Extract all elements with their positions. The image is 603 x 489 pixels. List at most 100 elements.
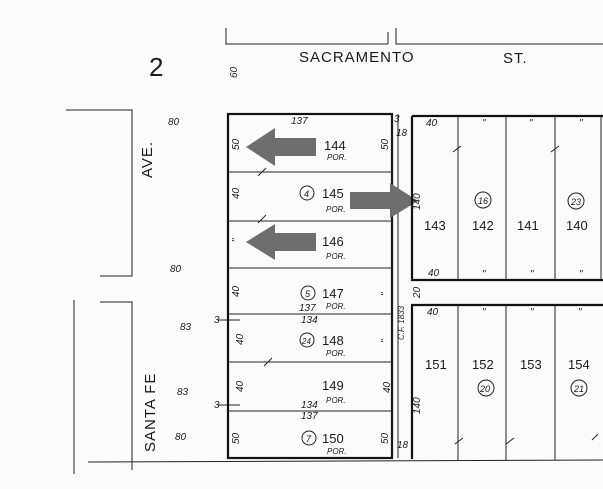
dim-left-80-c: 80 bbox=[175, 432, 187, 443]
dim-top-137: 137 bbox=[291, 116, 308, 127]
dim-137-b: 137 bbox=[301, 411, 318, 422]
lot-144: 144 POR. bbox=[324, 138, 347, 162]
dim-side-140-bottom: 140 bbox=[412, 397, 423, 414]
tick-r5 bbox=[591, 433, 599, 441]
lot-circle-label-152: 20 bbox=[479, 384, 490, 394]
lot-circle-147 bbox=[300, 285, 316, 301]
sacramento-st-north-line-east bbox=[395, 28, 603, 45]
depth-150: 50 bbox=[231, 432, 242, 444]
lot-circle-145 bbox=[299, 185, 315, 201]
dim-134-a: 134 bbox=[301, 315, 318, 326]
ditto-2: " bbox=[529, 118, 533, 129]
block-right-top-outline bbox=[410, 114, 603, 282]
depth-148: 40 bbox=[235, 333, 246, 345]
page-number: 2 bbox=[149, 52, 163, 82]
lot-label-148: POR. bbox=[326, 349, 346, 358]
dim-right-lower-40: 40 bbox=[427, 307, 439, 318]
lot-153: 153 bbox=[520, 357, 542, 372]
street-label-santa-fe: SANTA FE bbox=[142, 373, 159, 452]
depth-145: 40 bbox=[231, 187, 242, 199]
lot-number-140: 140 bbox=[566, 218, 588, 233]
lot-149: 149 POR. bbox=[322, 378, 346, 405]
arrow-left-icon bbox=[246, 128, 316, 166]
lot-145: 4 145 POR. bbox=[299, 185, 346, 214]
dim-right-top-40: 40 bbox=[426, 118, 438, 129]
lot-number-152: 152 bbox=[472, 357, 494, 372]
lot-number-151: 151 bbox=[425, 357, 447, 372]
lot-147: 5 147 POR. bbox=[300, 285, 346, 311]
lot-number-144: 144 bbox=[324, 138, 346, 153]
lot-150: 7 150 POR. bbox=[301, 430, 347, 456]
sacramento-st-north-line bbox=[225, 28, 388, 45]
dim-137-a: 137 bbox=[299, 303, 316, 314]
lot-number-154: 154 bbox=[568, 357, 590, 372]
depth-right-144: 50 bbox=[380, 138, 391, 150]
lot-number-149: 149 bbox=[322, 378, 344, 393]
ditto-4: " bbox=[482, 269, 486, 280]
lot-circle-152 bbox=[477, 379, 495, 397]
cf-label: C.F. 1833 bbox=[397, 305, 406, 340]
lot-label-146: POR. bbox=[326, 252, 346, 261]
width-label-60: 60 bbox=[229, 66, 240, 78]
lot-number-146: 146 bbox=[322, 234, 344, 249]
dim-side-3-a: 3 bbox=[214, 315, 220, 326]
depth-right-150: 50 bbox=[380, 432, 391, 444]
lot-140: 23 140 bbox=[566, 192, 588, 233]
street-label-st: ST. bbox=[503, 50, 528, 67]
lot-152: 152 20 bbox=[472, 357, 495, 397]
depth-right-147: " bbox=[380, 292, 391, 296]
lot-circle-label-154: 21 bbox=[573, 384, 584, 394]
bottom-street-line bbox=[87, 459, 603, 463]
lot-label-144: POR. bbox=[327, 153, 347, 162]
street-label-ave: AVE. bbox=[139, 141, 156, 178]
dim-side-3-b: 3 bbox=[214, 400, 220, 411]
depth-right-148: " bbox=[380, 339, 391, 343]
lot-143: 143 bbox=[424, 218, 446, 233]
lot-151: 151 bbox=[425, 357, 447, 372]
ave-block-outline-upper bbox=[66, 109, 133, 277]
dim-left-80-b: 80 bbox=[170, 264, 182, 275]
lot-number-153: 153 bbox=[520, 357, 542, 372]
lot-146: 146 POR. bbox=[322, 234, 346, 261]
lot-number-145: 145 bbox=[322, 186, 344, 201]
lot-number-142: 142 bbox=[472, 218, 494, 233]
lot-label-147: POR. bbox=[326, 302, 346, 311]
lot-circle-label-140: 23 bbox=[570, 197, 581, 207]
lot-number-148: 148 bbox=[322, 333, 344, 348]
lot-circle-154 bbox=[570, 379, 588, 397]
dim-side-20: 20 bbox=[412, 286, 423, 299]
lot-number-143: 143 bbox=[424, 218, 446, 233]
lot-circle-label-147: 5 bbox=[305, 289, 311, 299]
lot-tick-3 bbox=[263, 357, 273, 367]
ditto-8: " bbox=[530, 307, 534, 318]
dim-side-140-top: 140 bbox=[412, 193, 423, 210]
ave-block-outline-lower bbox=[100, 301, 133, 470]
ditto-3: " bbox=[579, 118, 583, 129]
lot-label-145: POR. bbox=[326, 205, 346, 214]
dim-left-83-b: 83 bbox=[177, 387, 189, 398]
lot-circle-140 bbox=[567, 192, 585, 210]
block-right-bottom-outline bbox=[410, 303, 603, 459]
dim-left-83-a: 83 bbox=[180, 322, 192, 333]
lot-148: 24 148 POR. bbox=[299, 332, 346, 358]
ditto-5: " bbox=[530, 269, 534, 280]
lot-141: 141 bbox=[517, 218, 539, 233]
dim-134-b: 134 bbox=[301, 400, 318, 411]
ditto-6: " bbox=[579, 269, 583, 280]
lot-circle-150 bbox=[301, 430, 317, 446]
lot-circle-label-150: 7 bbox=[306, 434, 312, 444]
lot-number-150: 150 bbox=[322, 431, 344, 446]
arrow-left-icon-2 bbox=[246, 224, 316, 260]
lot-circle-148 bbox=[299, 332, 315, 348]
depth-right-149: 40 bbox=[382, 381, 393, 393]
depth-149: 40 bbox=[235, 380, 246, 392]
dim-left-80-a: 80 bbox=[168, 117, 180, 128]
lot-label-149: POR. bbox=[326, 396, 346, 405]
ditto-7: " bbox=[482, 307, 486, 318]
dim-right-bottom-40: 40 bbox=[428, 268, 440, 279]
tick-r2 bbox=[550, 145, 560, 153]
lot-number-147: 147 bbox=[322, 286, 344, 301]
depth-146: " bbox=[231, 238, 242, 242]
tick-r4 bbox=[505, 437, 515, 445]
